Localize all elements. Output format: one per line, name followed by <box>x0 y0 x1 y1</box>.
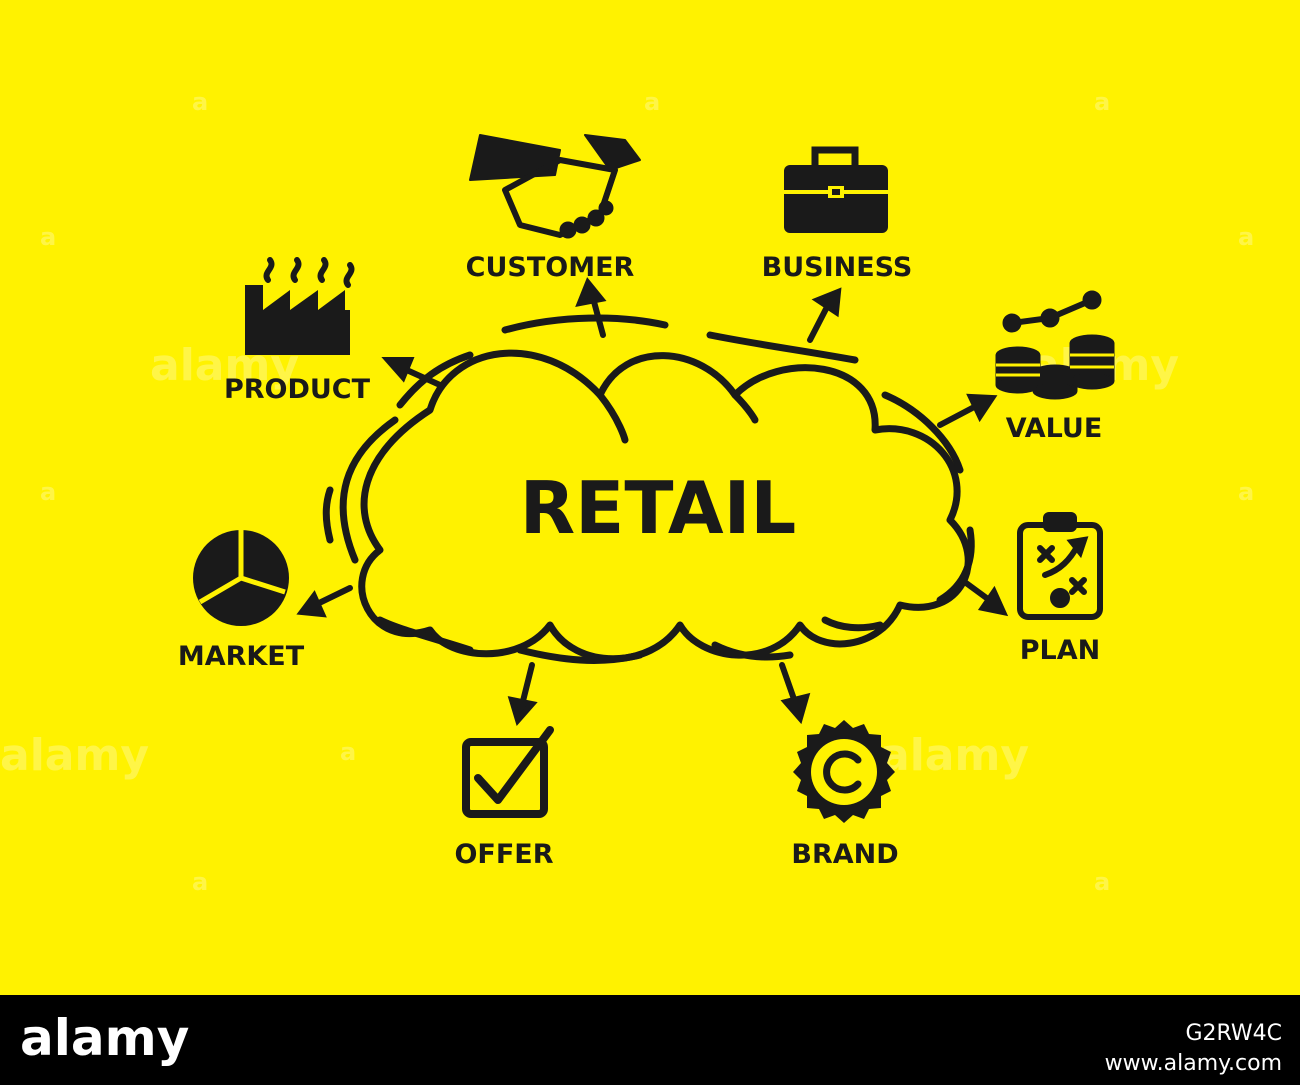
watermark-marker: a <box>1094 868 1110 896</box>
watermark-marker: a <box>644 88 660 116</box>
watermark-marker: a <box>192 88 208 116</box>
node-label-product: PRODUCT <box>224 374 371 405</box>
watermark-marker: a <box>1094 88 1110 116</box>
cloud-ring <box>322 486 334 544</box>
node-label-offer: OFFER <box>454 839 553 870</box>
cloud-ring <box>376 616 474 654</box>
cloud-ring <box>706 331 859 364</box>
watermark-marker: a <box>192 868 208 896</box>
center-cloud <box>322 314 975 664</box>
watermark-marker: a <box>40 478 56 506</box>
center-title: RETAIL <box>520 466 797 550</box>
arrow-offer <box>519 662 535 708</box>
arrow-head <box>966 393 998 423</box>
watermark: alamy <box>0 730 149 781</box>
background-panel <box>0 0 1300 995</box>
briefcase-icon <box>784 146 888 233</box>
cloud-ring <box>711 641 794 661</box>
handshake-icon <box>469 134 641 239</box>
copyright-seal-icon <box>793 720 895 823</box>
watermark-marker: a <box>1238 223 1254 251</box>
pie-chart-icon <box>193 530 289 626</box>
arrow-head <box>381 357 415 383</box>
coins-chart-icon <box>995 290 1115 400</box>
connector-arrows <box>296 277 1009 727</box>
footer-bar <box>0 995 1300 1085</box>
node-label-market: MARKET <box>178 641 305 672</box>
arrow-head <box>811 287 842 318</box>
footer-logo: alamy <box>20 1009 189 1067</box>
arrow-market <box>312 585 353 608</box>
arrow-head <box>780 692 811 725</box>
watermark: alamy <box>880 730 1029 781</box>
footer-url: www.alamy.com <box>1105 1051 1282 1076</box>
arrow-customer <box>590 295 606 338</box>
arrow-head <box>575 277 607 307</box>
cloud-ring <box>516 646 644 664</box>
clipboard-strategy-icon <box>1017 512 1103 620</box>
node-label-brand: BRAND <box>791 839 898 870</box>
node-label-plan: PLAN <box>1020 635 1101 666</box>
node-label-customer: CUSTOMER <box>466 252 635 283</box>
arrow-head <box>977 585 1009 617</box>
node-label-value: VALUE <box>1006 413 1103 444</box>
cloud-ring <box>881 391 964 474</box>
arrow-business <box>807 302 831 343</box>
cloud-ring <box>501 314 669 334</box>
cloud-inner-fold <box>596 391 629 444</box>
factory-icon <box>245 257 355 355</box>
cloud-ring <box>821 616 884 632</box>
cloud-inner-fold <box>731 391 759 424</box>
watermark-marker: a <box>1238 478 1254 506</box>
watermark-marker: a <box>340 738 356 766</box>
watermark-marker: a <box>40 223 56 251</box>
arrow-head <box>507 696 538 727</box>
cloud-ring <box>339 416 399 564</box>
arrow-brand <box>779 662 798 705</box>
footer-image-id: G2RW4C <box>1185 1021 1282 1046</box>
node-label-business: BUSINESS <box>762 252 913 283</box>
arrow-value <box>937 402 981 428</box>
cloud-ring <box>396 351 474 409</box>
cloud-ring <box>936 526 975 604</box>
checkbox-icon <box>462 726 554 818</box>
arrow-head <box>296 590 327 618</box>
